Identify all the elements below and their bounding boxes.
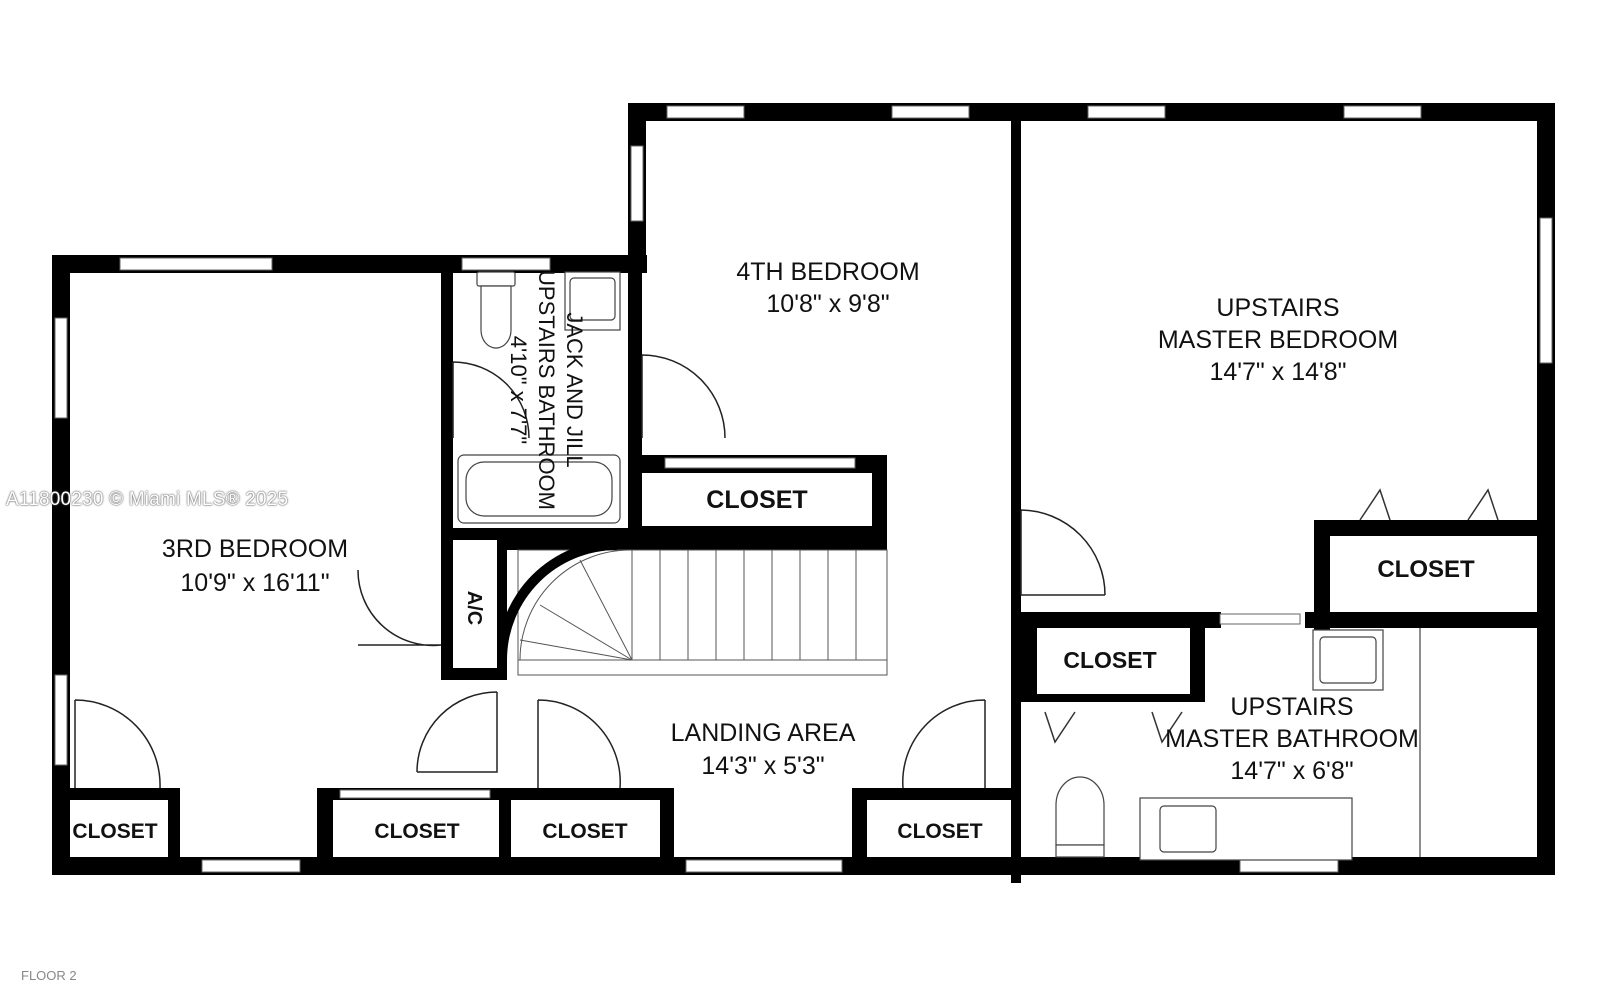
stair-curved-wall bbox=[497, 540, 617, 660]
windows bbox=[54, 105, 1553, 873]
closet-wardrobe-markers bbox=[1044, 488, 1499, 744]
master-closet-label: CLOSET bbox=[1377, 556, 1475, 583]
mls-watermark: A11800230 © Miami MLS® 2025 bbox=[6, 489, 289, 510]
jack-jill-size: 4'10" x 7'7" bbox=[506, 336, 531, 444]
bedroom4-name: 4TH BEDROOM bbox=[736, 258, 919, 286]
landing-size: 14'3" x 5'3" bbox=[701, 752, 824, 780]
bedroom3-closet-label: CLOSET bbox=[72, 820, 157, 843]
room-labels: 4TH BEDROOM 10'8" x 9'8" UPSTAIRS MASTER… bbox=[162, 258, 1419, 785]
ac-label: A/C bbox=[463, 591, 485, 625]
master-bath-name-line2: MASTER BATHROOM bbox=[1165, 725, 1419, 753]
fixtures bbox=[457, 271, 1421, 861]
master-bath-name-line1: UPSTAIRS bbox=[1230, 693, 1353, 721]
doors bbox=[74, 354, 1106, 789]
jack-jill-name-line1: JACK AND JILL bbox=[562, 312, 587, 467]
master-bedroom-name-line2: MASTER BEDROOM bbox=[1158, 326, 1398, 354]
stairs bbox=[517, 549, 888, 676]
master-bedroom-size: 14'7" x 14'8" bbox=[1209, 358, 1346, 386]
master-bedroom-name-line1: UPSTAIRS bbox=[1216, 294, 1339, 322]
floor-label: FLOOR 2 bbox=[21, 968, 77, 983]
closet-labels: CLOSET CLOSET CLOSET CLOSET CLOSET CLOSE… bbox=[72, 486, 1475, 843]
bedroom3-size: 10'9" x 16'11" bbox=[180, 569, 329, 597]
landing-name: LANDING AREA bbox=[671, 719, 856, 747]
jack-jill-name-line2: UPSTAIRS BATHROOM bbox=[534, 270, 559, 510]
bedroom4-closet-label: CLOSET bbox=[706, 486, 807, 514]
hall-closet-2-label: CLOSET bbox=[542, 820, 627, 843]
hall-closet-1-label: CLOSET bbox=[374, 820, 459, 843]
master-bath-closet-label: CLOSET bbox=[1063, 647, 1156, 673]
landing-closet-label: CLOSET bbox=[897, 820, 982, 843]
interior-walls bbox=[52, 103, 1537, 883]
jack-jill-label-group: JACK AND JILL UPSTAIRS BATHROOM 4'10" x … bbox=[506, 270, 587, 510]
ac-label-group: A/C bbox=[463, 591, 485, 625]
bedroom3-name: 3RD BEDROOM bbox=[162, 535, 348, 563]
master-bath-size: 14'7" x 6'8" bbox=[1230, 757, 1353, 785]
bedroom4-size: 10'8" x 9'8" bbox=[766, 290, 889, 318]
